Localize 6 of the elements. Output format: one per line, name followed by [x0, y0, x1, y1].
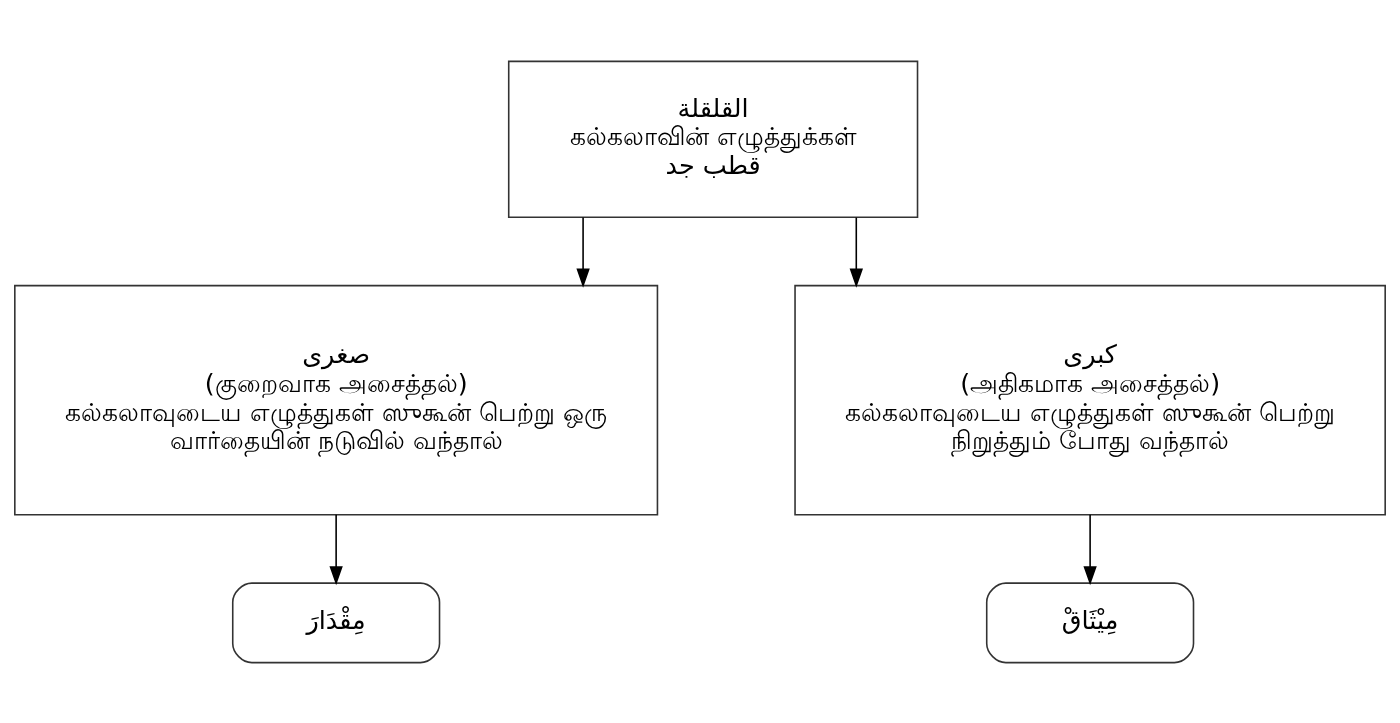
node-box: مِقْدَارَ [231, 581, 441, 663]
arrow [576, 216, 590, 288]
arrow [329, 513, 343, 585]
arrow [849, 216, 863, 288]
arrow [1083, 513, 1097, 585]
node-box: مِيْثَاقْ [985, 581, 1195, 663]
